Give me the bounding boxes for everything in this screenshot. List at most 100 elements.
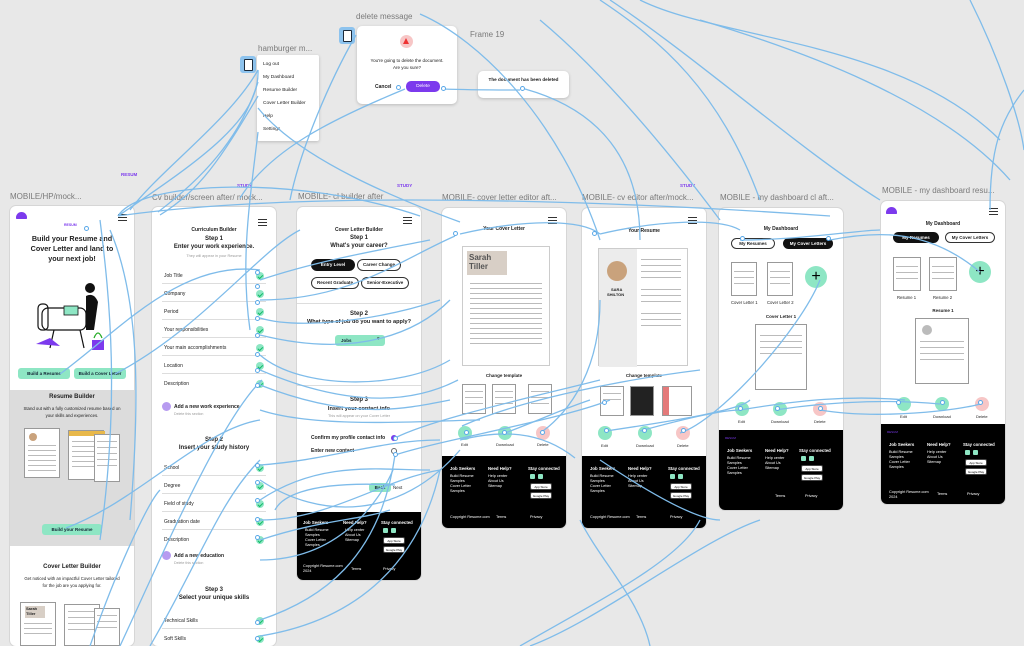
- field-label[interactable]: Company: [164, 291, 186, 297]
- footer-link[interactable]: Build Resume: [889, 450, 913, 454]
- footer-link[interactable]: Sitemap: [488, 484, 502, 488]
- google-play-badge[interactable]: Google Play: [530, 492, 552, 499]
- footer-link[interactable]: Samples: [590, 489, 605, 493]
- hamburger-icon[interactable]: [118, 214, 127, 221]
- app-store-badge[interactable]: App Store: [670, 483, 692, 490]
- hamburger-icon[interactable]: [989, 208, 998, 215]
- hamburger-icon[interactable]: [688, 217, 697, 224]
- hamburger-icon[interactable]: [403, 217, 412, 224]
- privacy-link[interactable]: Privacy: [967, 492, 980, 496]
- document-icon[interactable]: [240, 56, 256, 73]
- frame-label-dash-resume[interactable]: MOBILE - my dashboard resu...: [882, 186, 995, 195]
- field-label[interactable]: Field of study: [164, 501, 194, 507]
- app-store-badge[interactable]: App Store: [530, 483, 552, 490]
- tab-my-cover-letters[interactable]: My Cover Letters: [945, 232, 995, 243]
- google-play-badge[interactable]: Google Play: [383, 546, 405, 553]
- social-icon[interactable]: [670, 474, 675, 479]
- logo-icon[interactable]: [16, 212, 27, 219]
- build-resume-button[interactable]: Build a Resume: [18, 368, 70, 379]
- footer-link[interactable]: Help center: [345, 528, 365, 532]
- footer-link[interactable]: About Us: [628, 479, 644, 483]
- field-label[interactable]: School: [164, 465, 180, 471]
- document-card[interactable]: [929, 257, 957, 291]
- footer-link[interactable]: Samples: [889, 455, 904, 459]
- google-play-badge[interactable]: Google Play: [965, 468, 987, 475]
- field-label[interactable]: Technical Skills: [164, 618, 198, 624]
- frame-label-cv-builder[interactable]: Cv builder/screen after/ mock...: [152, 193, 263, 202]
- delete-section-link[interactable]: Delete this section: [174, 561, 204, 565]
- delete-section-link[interactable]: Delete this section: [174, 412, 204, 416]
- footer-link[interactable]: Samples: [450, 489, 465, 493]
- template-thumbnail[interactable]: [492, 384, 516, 414]
- footer-link[interactable]: About Us: [488, 479, 504, 483]
- social-icon[interactable]: [965, 450, 970, 455]
- footer-link[interactable]: Samples: [305, 543, 320, 547]
- template-thumbnail[interactable]: [528, 384, 552, 414]
- footer-link[interactable]: Cover Letter: [727, 466, 748, 470]
- footer-link[interactable]: About Us: [765, 461, 781, 465]
- footer-link[interactable]: Cover Letter: [305, 538, 326, 542]
- footer-link[interactable]: Sitemap: [927, 460, 941, 464]
- logo-icon[interactable]: [886, 207, 897, 214]
- add-work-link[interactable]: Add a new work experience: [174, 404, 240, 410]
- field-label[interactable]: Period: [164, 309, 179, 315]
- tab-my-cover-letters[interactable]: My Cover Letters: [783, 238, 833, 249]
- change-template-label[interactable]: Change template: [625, 373, 663, 378]
- footer-link[interactable]: Samples: [305, 533, 320, 537]
- option-entry-level[interactable]: Entry Level: [311, 259, 355, 271]
- footer-link[interactable]: About Us: [345, 533, 361, 537]
- footer-link[interactable]: Samples: [450, 479, 465, 483]
- cover-letter-preview[interactable]: Sarah Tiller: [462, 246, 550, 366]
- template-thumbnail[interactable]: [462, 384, 486, 414]
- add-document-icon[interactable]: +: [969, 261, 991, 283]
- footer-link[interactable]: Help center: [628, 474, 648, 478]
- option-career-change[interactable]: Career Change: [357, 259, 401, 271]
- template-thumbnail[interactable]: [662, 386, 692, 416]
- add-icon[interactable]: [162, 551, 171, 560]
- field-label[interactable]: Description: [164, 381, 190, 387]
- footer-link[interactable]: Cover Letter: [590, 484, 611, 488]
- frame-label-cl-builder[interactable]: MOBILE- cl builder after: [298, 192, 384, 201]
- footer-link[interactable]: Sitemap: [628, 484, 642, 488]
- social-icon[interactable]: [973, 450, 978, 455]
- app-store-badge[interactable]: App Store: [383, 537, 405, 544]
- footer-link[interactable]: Samples: [727, 471, 742, 475]
- footer-link[interactable]: About Us: [927, 455, 943, 459]
- terms-link[interactable]: Terms: [351, 567, 362, 571]
- terms-link[interactable]: Terms: [937, 492, 948, 496]
- frame-label-frame19[interactable]: Frame 19: [470, 30, 505, 39]
- social-icon[interactable]: [801, 456, 806, 461]
- footer-link[interactable]: Build Resume: [727, 456, 751, 460]
- privacy-link[interactable]: Privacy: [530, 515, 543, 519]
- field-label[interactable]: Degree: [164, 483, 181, 489]
- frame-label-cv-editor[interactable]: MOBILE- cv editor after/mock...: [582, 193, 694, 202]
- template-thumbnail[interactable]: [630, 386, 654, 416]
- resume-preview[interactable]: SARA SHILTON: [598, 248, 688, 367]
- field-label[interactable]: Location: [164, 363, 183, 369]
- field-label[interactable]: Your main accomplishments: [164, 345, 227, 351]
- footer-link[interactable]: Cover Letter: [889, 460, 910, 464]
- privacy-link[interactable]: Privacy: [805, 494, 818, 498]
- social-icon[interactable]: [538, 474, 543, 479]
- field-label[interactable]: Graduation date: [164, 519, 200, 525]
- menu-item-resume-builder[interactable]: Resume Builder: [263, 88, 298, 93]
- footer-link[interactable]: Sitemap: [765, 466, 779, 470]
- social-icon[interactable]: [530, 474, 535, 479]
- option-senior-executive[interactable]: Senior-Executive: [361, 277, 409, 289]
- frame-label-hp[interactable]: MOBILE/HP/mock...: [10, 192, 82, 201]
- privacy-link[interactable]: Privacy: [670, 515, 683, 519]
- social-icon[interactable]: [678, 474, 683, 479]
- footer-link[interactable]: Samples: [889, 465, 904, 469]
- menu-item-dashboard[interactable]: My Dashboard: [263, 75, 295, 80]
- frame-label-delete[interactable]: delete message: [356, 12, 413, 21]
- terms-link[interactable]: Terms: [496, 515, 507, 519]
- build-your-resume-button[interactable]: Build your Resume: [42, 524, 102, 535]
- social-icon[interactable]: [809, 456, 814, 461]
- google-play-badge[interactable]: Google Play: [670, 492, 692, 499]
- app-store-badge[interactable]: App Store: [965, 459, 987, 466]
- app-store-badge[interactable]: App Store: [801, 465, 823, 472]
- add-icon[interactable]: [162, 402, 171, 411]
- footer-link[interactable]: Cover Letter: [450, 484, 471, 488]
- footer-link[interactable]: Help center: [765, 456, 785, 460]
- document-card[interactable]: [731, 262, 757, 296]
